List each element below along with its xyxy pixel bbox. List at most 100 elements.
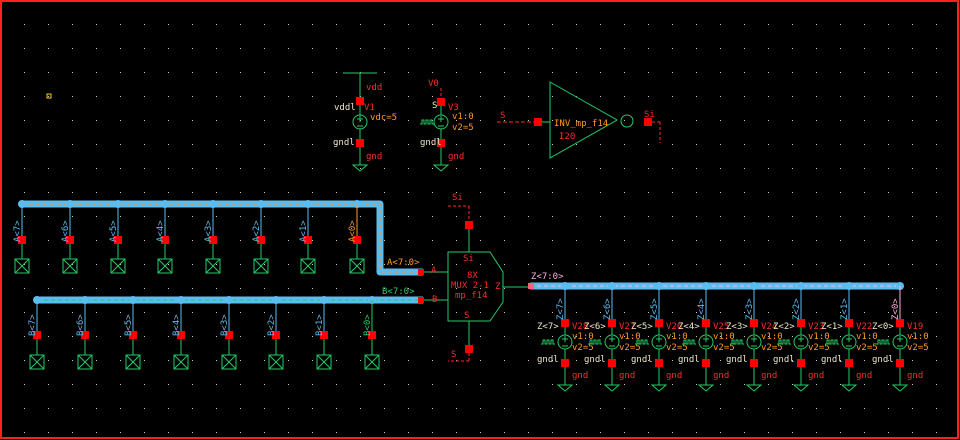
pin-square[interactable] bbox=[356, 139, 364, 147]
pin-square[interactable] bbox=[896, 319, 904, 327]
pin-box[interactable] bbox=[110, 258, 126, 274]
grid-dot bbox=[792, 432, 793, 433]
pin-square[interactable] bbox=[368, 331, 376, 339]
bus-port[interactable] bbox=[418, 297, 424, 303]
pin-square[interactable] bbox=[225, 331, 233, 339]
pin-box-x[interactable] bbox=[14, 258, 30, 274]
pin-square[interactable] bbox=[797, 319, 805, 327]
pin-square[interactable] bbox=[81, 331, 89, 339]
pin-box-x[interactable] bbox=[268, 354, 284, 370]
inverter-symbol[interactable] bbox=[549, 81, 619, 159]
grid-dot bbox=[576, 216, 577, 217]
pin-box[interactable] bbox=[221, 354, 237, 370]
grid-dot bbox=[792, 144, 793, 145]
pin-square[interactable] bbox=[114, 236, 122, 244]
pin-square[interactable] bbox=[534, 118, 542, 126]
pin-box[interactable] bbox=[205, 258, 221, 274]
pin-square[interactable] bbox=[702, 359, 710, 367]
grid-dot bbox=[744, 48, 745, 49]
pin-square[interactable] bbox=[161, 236, 169, 244]
pin-box[interactable] bbox=[14, 258, 30, 274]
grid-dot bbox=[864, 72, 865, 73]
instance-name: I20 bbox=[559, 132, 575, 142]
pin-square[interactable] bbox=[209, 236, 217, 244]
pin-box[interactable] bbox=[268, 354, 284, 370]
pin-box[interactable] bbox=[316, 354, 332, 370]
bus-port[interactable] bbox=[528, 283, 534, 289]
pin-square[interactable] bbox=[437, 139, 445, 147]
pin-box[interactable] bbox=[349, 258, 365, 274]
pin-square[interactable] bbox=[304, 236, 312, 244]
pin-square[interactable] bbox=[750, 359, 758, 367]
grid-dot bbox=[384, 216, 385, 217]
pin-square[interactable] bbox=[702, 319, 710, 327]
pin-square[interactable] bbox=[33, 331, 41, 339]
pin-square[interactable] bbox=[655, 359, 663, 367]
pin-square[interactable] bbox=[845, 319, 853, 327]
pin-box[interactable] bbox=[29, 354, 45, 370]
pin-square[interactable] bbox=[896, 359, 904, 367]
pin-box[interactable] bbox=[300, 258, 316, 274]
pin-square[interactable] bbox=[608, 319, 616, 327]
grid-dot bbox=[888, 168, 889, 169]
pin-square[interactable] bbox=[177, 331, 185, 339]
pin-box[interactable] bbox=[77, 354, 93, 370]
grid-dot bbox=[912, 144, 913, 145]
pin-box[interactable] bbox=[364, 354, 380, 370]
pin-square[interactable] bbox=[655, 319, 663, 327]
pin-box-x[interactable] bbox=[77, 354, 93, 370]
pin-square[interactable] bbox=[66, 236, 74, 244]
pin-square[interactable] bbox=[797, 359, 805, 367]
pin-square[interactable] bbox=[561, 319, 569, 327]
pin-box-x[interactable] bbox=[62, 258, 78, 274]
pin-square[interactable] bbox=[129, 331, 137, 339]
pin-box[interactable] bbox=[173, 354, 189, 370]
mux-symbol[interactable] bbox=[447, 251, 504, 322]
pin-box[interactable] bbox=[125, 354, 141, 370]
net-label-gnd: gnd bbox=[713, 371, 729, 381]
pin-box-x[interactable] bbox=[316, 354, 332, 370]
grid-dot bbox=[792, 96, 793, 97]
pin-box-x[interactable] bbox=[173, 354, 189, 370]
grid-dot bbox=[72, 216, 73, 217]
pin-box-x[interactable] bbox=[300, 258, 316, 274]
bus-a[interactable] bbox=[22, 200, 423, 276]
pin-box-x[interactable] bbox=[221, 354, 237, 370]
pin-box-x[interactable] bbox=[253, 258, 269, 274]
net-label-s: S bbox=[451, 350, 456, 360]
pin-box[interactable] bbox=[62, 258, 78, 274]
pin-square[interactable] bbox=[356, 97, 364, 105]
pin-square[interactable] bbox=[353, 236, 361, 244]
pin-square[interactable] bbox=[644, 118, 652, 126]
pin-box-x[interactable] bbox=[110, 258, 126, 274]
pin-square[interactable] bbox=[257, 236, 265, 244]
grid-dot bbox=[792, 408, 793, 409]
grid-dot bbox=[648, 240, 649, 241]
pin-box-x[interactable] bbox=[29, 354, 45, 370]
pin-square[interactable] bbox=[18, 236, 26, 244]
pin-box[interactable] bbox=[157, 258, 173, 274]
pin-square[interactable] bbox=[465, 221, 473, 229]
terminal-label: gndl bbox=[773, 355, 795, 365]
pin-square[interactable] bbox=[845, 359, 853, 367]
pin-box-x[interactable] bbox=[349, 258, 365, 274]
pin-box[interactable] bbox=[253, 258, 269, 274]
grid-dot bbox=[384, 288, 385, 289]
grid-dot bbox=[48, 312, 49, 313]
grid-dot bbox=[528, 408, 529, 409]
bus-port[interactable] bbox=[418, 269, 424, 275]
pin-square[interactable] bbox=[561, 359, 569, 367]
pin-box-x[interactable] bbox=[364, 354, 380, 370]
pin-square[interactable] bbox=[465, 345, 473, 353]
pin-square[interactable] bbox=[272, 331, 280, 339]
pin-square[interactable] bbox=[750, 319, 758, 327]
pin-box-x[interactable] bbox=[205, 258, 221, 274]
pin-box-x[interactable] bbox=[125, 354, 141, 370]
pin-square[interactable] bbox=[320, 331, 328, 339]
pin-square[interactable] bbox=[608, 359, 616, 367]
pin-box-x[interactable] bbox=[157, 258, 173, 274]
grid-dot bbox=[768, 144, 769, 145]
pin-square[interactable] bbox=[437, 98, 445, 106]
